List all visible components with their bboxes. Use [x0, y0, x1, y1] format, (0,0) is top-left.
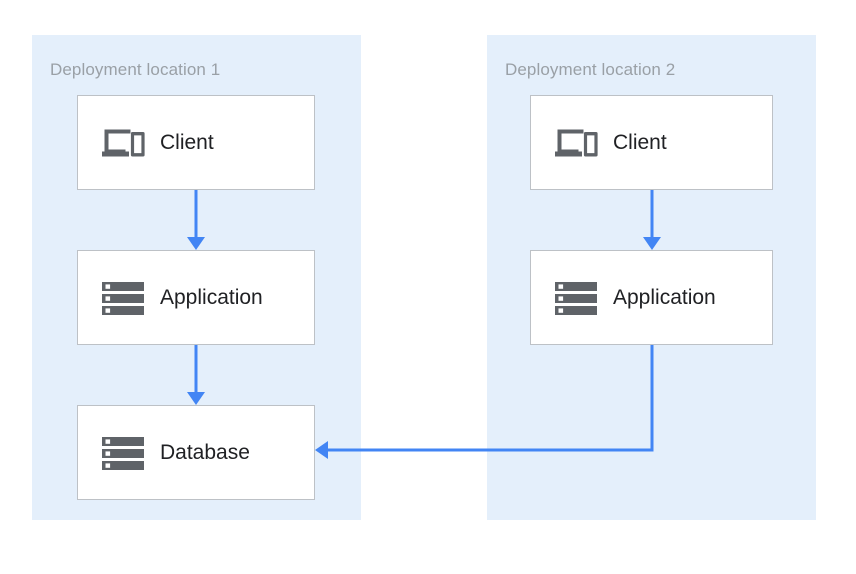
zone-title: Deployment location 2 [505, 60, 676, 79]
zone-title: Deployment location 1 [50, 60, 221, 79]
devices-icon-glyph [102, 129, 145, 156]
node-label: Database [160, 440, 250, 464]
devices-icon [100, 120, 146, 166]
node-application-1[interactable]: Application [77, 250, 315, 345]
devices-icon [553, 120, 599, 166]
node-label: Client [160, 130, 214, 154]
server-icon-glyph [102, 281, 144, 315]
node-label: Client [613, 130, 667, 154]
node-database-1[interactable]: Database [77, 405, 315, 500]
server-icon [553, 275, 599, 321]
node-application-2[interactable]: Application [530, 250, 773, 345]
server-icon [100, 275, 146, 321]
node-label: Application [160, 285, 263, 309]
node-client-1[interactable]: Client [77, 95, 315, 190]
node-label: Application [613, 285, 716, 309]
server-icon-glyph [555, 281, 597, 315]
server-icon [100, 430, 146, 476]
server-icon-glyph [102, 436, 144, 470]
node-client-2[interactable]: Client [530, 95, 773, 190]
devices-icon-glyph [555, 129, 598, 156]
